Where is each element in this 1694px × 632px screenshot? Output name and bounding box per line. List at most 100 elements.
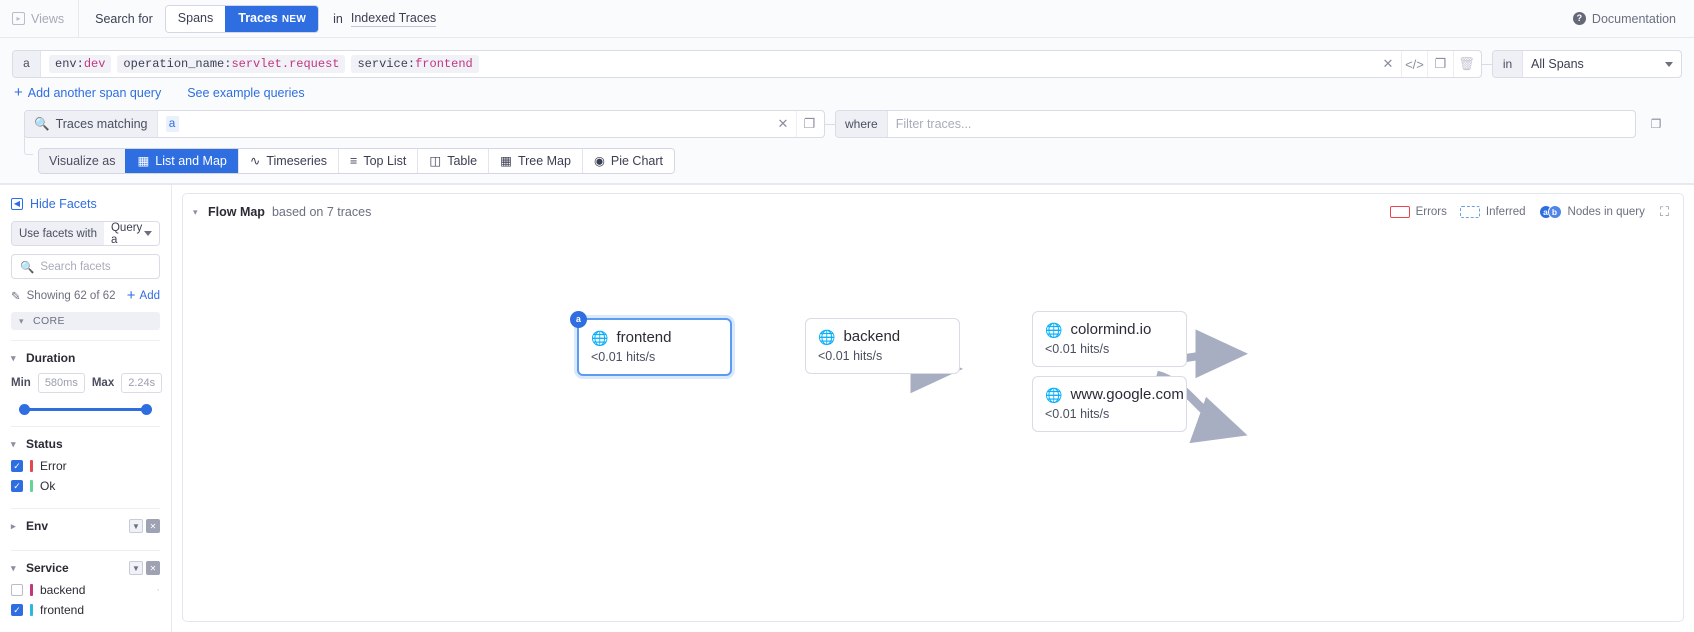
checkbox[interactable]: [11, 584, 23, 596]
traces-matching-prefix: 🔍 Traces matching: [25, 111, 158, 137]
scope-prefix: in: [1493, 51, 1523, 77]
list-map-icon: ▦: [137, 154, 150, 168]
checkbox[interactable]: ✓: [11, 460, 23, 472]
use-facets-with-label: Use facets with: [12, 222, 104, 245]
use-facets-with-selector[interactable]: Use facets with Query a: [11, 221, 160, 246]
row-menu-icon[interactable]: ·: [156, 584, 160, 596]
scope-value-label: All Spans: [1531, 57, 1584, 71]
checkbox[interactable]: ✓: [11, 480, 23, 492]
legend-errors-label: Errors: [1415, 206, 1447, 218]
facet-value-ok[interactable]: ✓ Ok: [11, 479, 160, 493]
visualize-row: Visualize as ▦List and Map ∿Timeseries ≡…: [12, 132, 1682, 183]
add-facet-label: Add: [139, 289, 160, 302]
flow-node-colormind[interactable]: 🌐 colormind.io <0.01 hits/s: [1032, 311, 1187, 367]
query-tag[interactable]: service:frontend: [351, 55, 479, 73]
flow-map-title[interactable]: ▾ Flow Map based on 7 traces: [193, 205, 371, 219]
close-icon[interactable]: ✕: [146, 561, 160, 575]
flow-map-edges: [871, 329, 1248, 444]
add-facet-button[interactable]: +Add: [127, 288, 160, 303]
table-icon: ◫: [429, 154, 442, 168]
traces-matching-input[interactable]: a: [158, 111, 770, 137]
viz-top-list[interactable]: ≡Top List: [338, 149, 418, 173]
facet-group-duration: ▾Duration Min 580ms Max 2.24s: [11, 340, 163, 426]
viz-table[interactable]: ◫Table: [417, 149, 489, 173]
facet-value-frontend[interactable]: ✓ frontend: [11, 603, 160, 617]
copy-query-icon[interactable]: ❐: [1427, 51, 1453, 77]
traces-matching-actions: ✕ ❐: [770, 111, 824, 137]
facet-value-error[interactable]: ✓ Error: [11, 459, 160, 473]
traces-matching-box[interactable]: 🔍 Traces matching a ✕ ❐: [24, 110, 825, 138]
facets-showing-row: ✎ Showing 62 of 62 +Add: [11, 288, 160, 303]
viz-timeseries[interactable]: ∿Timeseries: [237, 149, 339, 173]
chevron-down-icon: ▾: [19, 315, 24, 326]
query-letter: a: [13, 51, 41, 77]
clear-traces-matching-icon[interactable]: ✕: [777, 116, 789, 131]
facet-value-label: Error: [40, 459, 67, 473]
viz-pie-chart[interactable]: ◉Pie Chart: [581, 149, 674, 173]
node-metric: <0.01 hits/s: [591, 350, 656, 364]
use-facets-with-value[interactable]: Query a: [103, 222, 159, 245]
filter-icon[interactable]: ▼: [129, 519, 143, 533]
service-color-swatch: [30, 604, 33, 616]
viz-label: Timeseries: [266, 154, 328, 168]
slider-knob-min[interactable]: [19, 404, 30, 415]
filter-icon[interactable]: ▼: [129, 561, 143, 575]
edit-icon[interactable]: ✎: [11, 290, 21, 303]
slider-knob-max[interactable]: [141, 404, 152, 415]
query-links: +Add another span query See example quer…: [12, 78, 1682, 110]
hide-facets-button[interactable]: ◀ Hide Facets: [11, 197, 160, 211]
query-tag[interactable]: operation_name:servlet.request: [117, 55, 346, 73]
node-metric: <0.01 hits/s: [1045, 407, 1110, 421]
checkbox[interactable]: ✓: [11, 604, 23, 616]
duration-max-input[interactable]: 2.24s: [121, 373, 163, 393]
fullscreen-icon[interactable]: ⛶: [1659, 204, 1669, 219]
node-name: frontend: [616, 329, 672, 346]
viz-tree-map[interactable]: ▦Tree Map: [488, 149, 582, 173]
flow-node-backend[interactable]: 🌐 backend <0.01 hits/s: [805, 318, 960, 374]
core-section-header[interactable]: ▾ CORE: [11, 312, 160, 330]
query-tag[interactable]: env:dev: [49, 55, 112, 73]
facet-value-backend[interactable]: backend ·: [11, 583, 160, 597]
example-queries-link[interactable]: See example queries: [187, 86, 304, 100]
delete-query-icon[interactable]: 🗑: [1453, 51, 1479, 77]
flow-map-canvas[interactable]: a 🌐 frontend <0.01 hits/s 🌐 backend <0.0…: [183, 226, 1683, 621]
showing-count: ✎ Showing 62 of 62: [11, 289, 116, 303]
views-button[interactable]: ▸ Views: [8, 0, 78, 38]
scope-selector[interactable]: in All Spans: [1492, 50, 1682, 78]
duration-header[interactable]: ▾Duration: [11, 351, 160, 365]
query-tags[interactable]: env:dev operation_name:servlet.request s…: [41, 51, 1375, 77]
service-color-swatch: [30, 584, 33, 596]
duration-slider[interactable]: [13, 403, 158, 415]
visualize-group: Visualize as ▦List and Map ∿Timeseries ≡…: [38, 148, 675, 174]
where-filter-box[interactable]: where Filter traces...: [835, 110, 1636, 138]
filter-traces-input[interactable]: Filter traces...: [895, 117, 972, 131]
service-header[interactable]: ▾Service ▼ ✕: [11, 561, 160, 575]
clear-query-icon[interactable]: ✕: [1382, 56, 1394, 71]
copy-filter-icon[interactable]: ❐: [1650, 117, 1662, 131]
scope-value[interactable]: All Spans: [1523, 51, 1681, 77]
viz-list-and-map[interactable]: ▦List and Map: [125, 149, 238, 173]
facet-value-label: frontend: [40, 603, 85, 617]
status-header[interactable]: ▾Status: [11, 437, 160, 451]
flow-node-google[interactable]: 🌐 www.google.com <0.01 hits/s: [1032, 376, 1187, 432]
env-header[interactable]: ▸Env ▼ ✕: [11, 519, 160, 533]
close-icon[interactable]: ✕: [146, 519, 160, 533]
flow-map-title-label: Flow Map: [208, 205, 265, 219]
code-brackets-icon[interactable]: </>: [1401, 51, 1427, 77]
flow-node-frontend[interactable]: a 🌐 frontend <0.01 hits/s: [570, 311, 732, 376]
connector: [825, 110, 835, 138]
search-facets-input[interactable]: 🔍 Search facets: [11, 254, 160, 279]
indexed-traces-link[interactable]: Indexed Traces: [350, 10, 437, 27]
duration-min-input[interactable]: 580ms: [37, 373, 85, 393]
span-query-box[interactable]: a env:dev operation_name:servlet.request…: [12, 50, 1482, 78]
chevron-down-icon[interactable]: ▾: [193, 206, 198, 217]
copy-traces-matching-icon[interactable]: ❐: [796, 111, 822, 137]
add-span-query-link[interactable]: +Add another span query: [14, 85, 161, 100]
piechart-icon: ◉: [593, 154, 605, 168]
node-metric: <0.01 hits/s: [818, 349, 883, 363]
tag-key: operation_name: [123, 57, 225, 71]
tab-spans[interactable]: Spans: [165, 5, 226, 32]
documentation-link[interactable]: ? Documentation: [1572, 12, 1676, 26]
